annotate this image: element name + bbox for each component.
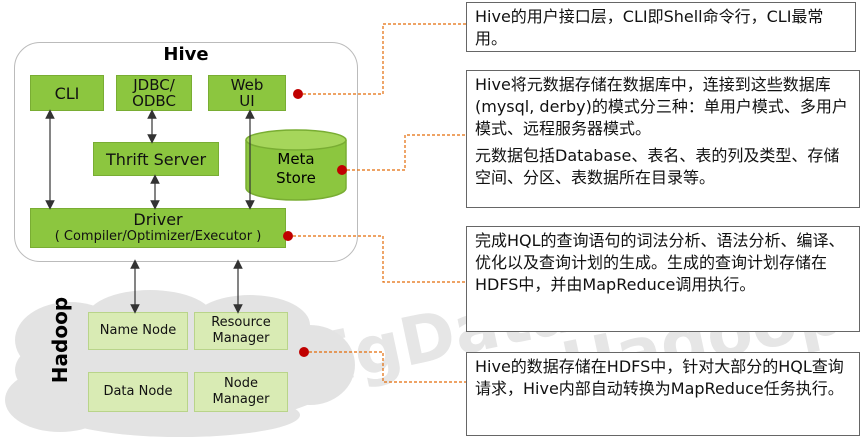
hive-title: Hive	[163, 44, 209, 65]
cli-box: CLI	[30, 75, 104, 111]
resource-manager-box: Resource Manager	[194, 312, 288, 350]
note-metastore-text-2: 元数据包括Database、表名、表的列及类型、存储空间、分区、表数据所在目录等…	[475, 146, 840, 187]
note-driver: 完成HQL的查询语句的词法分析、语法分析、编译、优化以及查询计划的生成。生成的查…	[466, 226, 860, 332]
odbc-label: ODBC	[132, 92, 176, 110]
meta-label: Meta	[277, 150, 315, 168]
note-hadoop-text: Hive的数据存储在HDFS中，针对大部分的HQL查询请求，Hive内部自动转换…	[475, 357, 844, 398]
note-metastore-text-1: Hive将元数据存储在数据库中，连接到这些数据库(mysql, derby)的模…	[475, 75, 848, 138]
marker-dot-2	[337, 165, 347, 175]
leader-line-1	[298, 23, 466, 95]
data-node-box: Data Node	[88, 372, 188, 412]
thrift-label: Thrift Server	[105, 149, 207, 169]
manager-label: Manager	[212, 331, 270, 346]
name-node-label: Name Node	[99, 323, 177, 338]
marker-dot-4	[299, 347, 309, 357]
note-interface-text: Hive的用户接口层，CLI即Shell命令行，CLI最常用。	[475, 7, 824, 48]
marker-dot-1	[293, 89, 303, 99]
jdbc-label: JDBC/	[133, 76, 175, 94]
web-ui-box: Web UI	[208, 75, 286, 111]
cli-label: CLI	[54, 83, 80, 103]
driver-box: Driver ( Compiler/Optimizer/Executor )	[30, 208, 286, 248]
node-manager-label: Manager	[212, 392, 270, 407]
thrift-server-box: Thrift Server	[93, 142, 219, 176]
metastore-label: Meta Store	[244, 150, 348, 188]
ui-label: UI	[239, 92, 255, 110]
web-label: Web	[230, 76, 264, 94]
node-manager-box: Node Manager	[194, 372, 288, 412]
leader-line-2	[342, 134, 466, 171]
note-hadoop: Hive的数据存储在HDFS中，针对大部分的HQL查询请求，Hive内部自动转换…	[466, 352, 860, 436]
leader-line-4	[304, 351, 466, 383]
jdbc-odbc-box: JDBC/ ODBC	[116, 75, 192, 111]
store-label: Store	[276, 169, 316, 187]
note-interface: Hive的用户接口层，CLI即Shell命令行，CLI最常用。	[466, 2, 856, 52]
data-node-label: Data Node	[103, 384, 173, 399]
leader-line-3	[288, 235, 466, 283]
note-driver-text: 完成HQL的查询语句的词法分析、语法分析、编译、优化以及查询计划的生成。生成的查…	[475, 231, 845, 294]
resource-label: Resource	[211, 315, 271, 330]
driver-subtitle: ( Compiler/Optimizer/Executor )	[54, 229, 262, 244]
note-metastore: Hive将元数据存储在数据库中，连接到这些数据库(mysql, derby)的模…	[466, 70, 860, 208]
node-label: Node	[224, 376, 258, 391]
driver-title: Driver	[133, 210, 183, 229]
marker-dot-3	[283, 231, 293, 241]
